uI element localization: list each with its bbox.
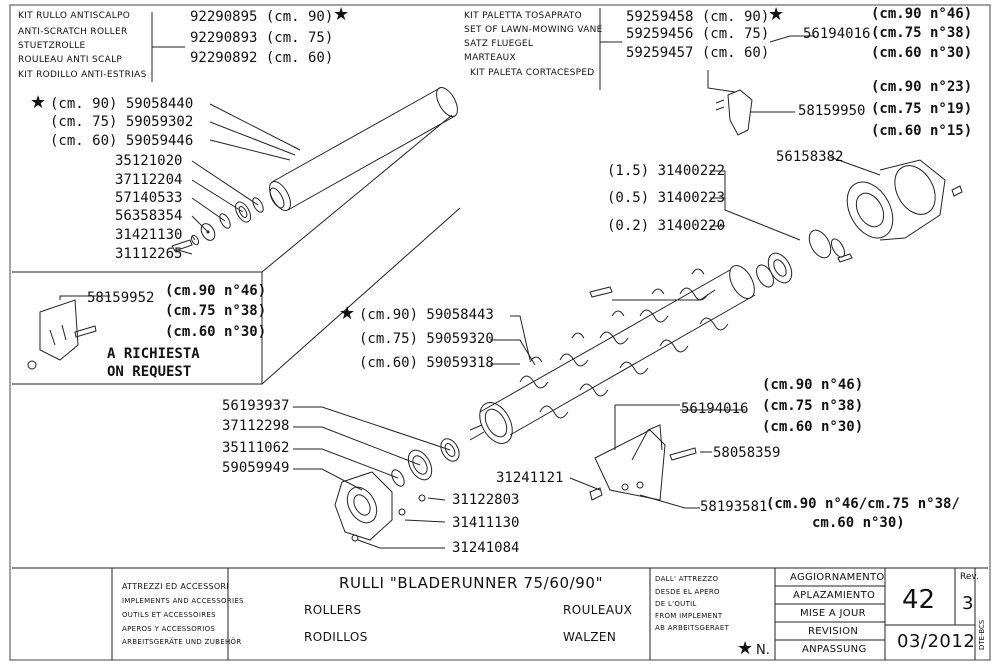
shim-02: (0.2) 31400220 [607,218,726,234]
lower-left-1: 56193937 [222,398,290,414]
left-part-2: 37112204 [115,172,183,188]
star-icon: ★ [737,638,754,659]
left-part-6: 31112265 [115,246,183,262]
lower-left-4: 59059949 [222,460,290,476]
kit-paddle-code-75: 59259456 (cm. 75) [626,26,770,42]
tb-update-en: REVISION [808,626,859,637]
roller-tube-60: (cm. 60) 59059446 [50,133,194,149]
kit-roller-name-fr: ROULEAU ANTI SCALP [18,55,123,65]
paddle-qty-90: (cm.90 n°46) [871,6,973,22]
tb-star-n: N. [756,643,770,658]
tb-title: RULLI "BLADERUNNER 75/60/90" [339,574,604,592]
tb-update-it: AGGIORNAMENTO [790,572,885,583]
tb-update-fr: MISE A JOUR [800,608,866,619]
tb-from-de: AB ARBEITSGERAET [655,624,730,632]
mid-paddle-qty-75: (cm.75 n°38) [762,398,864,414]
on-request-it: A RICHIESTA [107,346,200,362]
star-icon: ★ [30,92,47,113]
paddle-part: 56194016 [803,26,871,42]
kit-paddle-code-60: 59259457 (cm. 60) [626,45,770,61]
kit-roller-code-60: 92290892 (cm. 60) [190,50,334,66]
tb-rodillos: RODILLOS [304,630,368,644]
kit-paddle-name-fr: MARTEAUX [464,53,517,63]
kit-roller-name-es: KIT RODILLO ANTI-ESTRIAS [18,70,147,80]
tb-page: 42 [902,585,936,615]
star-icon: ★ [339,303,356,324]
shim-15: (1.5) 31400222 [607,163,726,179]
left-part-3: 57140533 [115,190,183,206]
roller-tube-90: (cm. 90) 59058440 [50,96,194,112]
kit-roller-code-75: 92290893 (cm. 75) [190,30,334,46]
mid-paddle-qty-60: (cm.60 n°30) [762,419,864,435]
left-part-5: 31421130 [115,227,183,243]
nut-part: 31241121 [496,470,564,486]
kit-roller-name-de: STUETZROLLE [18,41,86,51]
kit-roller-name-it: KIT RULLO ANTISCALPO [18,11,131,21]
flange-right: 56158382 [776,149,844,165]
rotor-60: (cm.60) 59059318 [359,355,494,371]
left-part-4: 56358354 [115,208,183,224]
left-part-1: 35121020 [115,153,183,169]
tb-accessories-es: APEROS Y ACCESSORIOS [122,625,216,633]
tb-accessories-it: ATTREZZI ED ACCESSORI [122,582,229,591]
bracket-qty-90: (cm.90 n°23) [871,79,973,95]
rotor-90: (cm.90) 59058443 [359,307,494,323]
tb-from-es: DESDE EL APERO [655,588,720,596]
roller-tube-75: (cm. 75) 59059302 [50,114,194,130]
kit-roller-code-90: 92290895 (cm. 90) [190,9,334,25]
on-request-en: ON REQUEST [107,364,192,380]
star-icon: ★ [768,4,785,25]
tb-from-fr: DE L'OUTIL [655,600,697,608]
tb-code: DTE-BCS [978,619,986,650]
rotor-75: (cm.75) 59059320 [359,331,494,347]
tb-walzen: WALZEN [563,630,617,644]
insert-part: 58159952 [87,290,155,306]
bracket-qty-75: (cm.75 n°19) [871,101,973,117]
tb-rouleaux: ROULEAUX [563,603,633,617]
mid-bracket-qty-1: (cm.90 n°46/cm.75 n°38/ [766,496,960,512]
tb-update-es: APLAZAMIENTO [793,590,876,601]
tb-accessories-de: ARBEITSGERÄTE UND ZUBEHÖR [122,638,242,646]
lower-mid-3: 31241084 [452,540,520,556]
tb-from-it: DALL' ATTREZZO [655,575,719,583]
kit-paddle-name-it: KIT PALETTA TOSAPRATO [464,11,583,21]
tb-rollers: ROLLERS [304,603,362,617]
lower-mid-1: 31122803 [452,492,520,508]
tb-update-de: ANPASSUNG [802,644,867,655]
tb-rev: 3 [962,593,974,614]
lower-left-2: 37112298 [222,418,290,434]
star-icon: ★ [333,4,350,25]
tb-accessories-fr: OUTILS ET ACCESSOIRES [122,611,216,619]
mid-paddle-part: 56194016 [681,401,749,417]
paddle-qty-75: (cm.75 n°38) [871,25,973,41]
mid-bracket-qty-2: cm.60 n°30) [812,515,905,531]
lower-left-3: 35111062 [222,440,290,456]
tb-rev-label: Rev. [960,572,979,582]
lower-mid-2: 31411130 [452,515,520,531]
bracket-qty-60: (cm.60 n°15) [871,123,973,139]
kit-paddle-name-en: SET OF LAWN-MOWING VANE [464,25,603,35]
mid-bracket-part: 58193581 [700,499,768,515]
kit-paddle-code-90: 59259458 (cm. 90) [626,9,770,25]
tb-accessories-en: IMPLEMENTS AND ACCESSORIES [122,597,244,605]
bracket-part: 58159950 [798,103,866,119]
insert-qty-60: (cm.60 n°30) [165,324,267,340]
insert-qty-90: (cm.90 n°46) [165,283,267,299]
mid-paddle-qty-90: (cm.90 n°46) [762,377,864,393]
tb-from-en: FROM IMPLEMENT [655,612,723,620]
tb-date: 03/2012 [897,631,976,652]
kit-paddle-name-es: KIT PALETA CORTACESPED [470,68,595,78]
kit-roller-name-en: ANTI-SCRATCH ROLLER [18,27,128,37]
paddle-qty-60: (cm.60 n°30) [871,45,973,61]
kit-paddle-name-de: SATZ FLUEGEL [464,39,534,49]
shim-05: (0.5) 31400223 [607,190,726,206]
insert-qty-75: (cm.75 n°38) [165,303,267,319]
bolt-part: 58058359 [713,445,781,461]
